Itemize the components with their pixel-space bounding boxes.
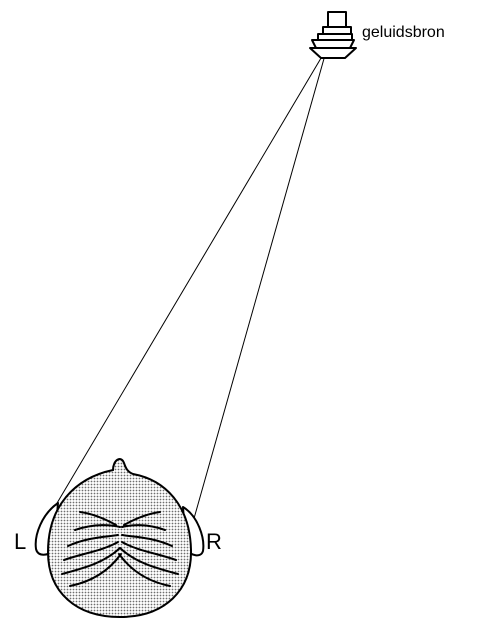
source-label: geluidsbron (362, 24, 445, 41)
head-top-view-icon (36, 459, 204, 617)
sound-paths (47, 48, 327, 522)
right-ear-label: R (206, 529, 222, 554)
loudspeaker-icon (310, 12, 356, 58)
left-ear-label: L (14, 529, 26, 554)
sound-path-left (47, 48, 327, 520)
sound-path-right (193, 48, 327, 522)
